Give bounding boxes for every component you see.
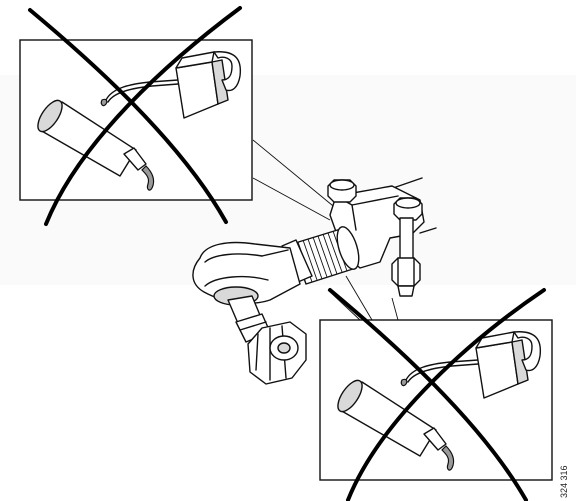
ball-joint-housing: [192, 241, 301, 306]
castle-nut: [247, 321, 307, 385]
grease-tube-icon: [37, 99, 155, 191]
prohibition-cross-bottom-right: [328, 288, 546, 501]
clamp-bolt-top: [327, 179, 357, 203]
prohibition-cross-top-left: [28, 6, 242, 226]
figure-reference-number: 324 316: [559, 465, 569, 498]
prohibited-lubricants-panel-top-left: [19, 6, 253, 226]
oil-can-icon: [400, 331, 542, 399]
grease-tube-icon: [337, 379, 455, 471]
prohibited-lubricants-panel-bottom-right: [319, 288, 553, 501]
clamp-bolt-right: [391, 197, 423, 297]
tie-rod-assembly: [192, 177, 437, 385]
